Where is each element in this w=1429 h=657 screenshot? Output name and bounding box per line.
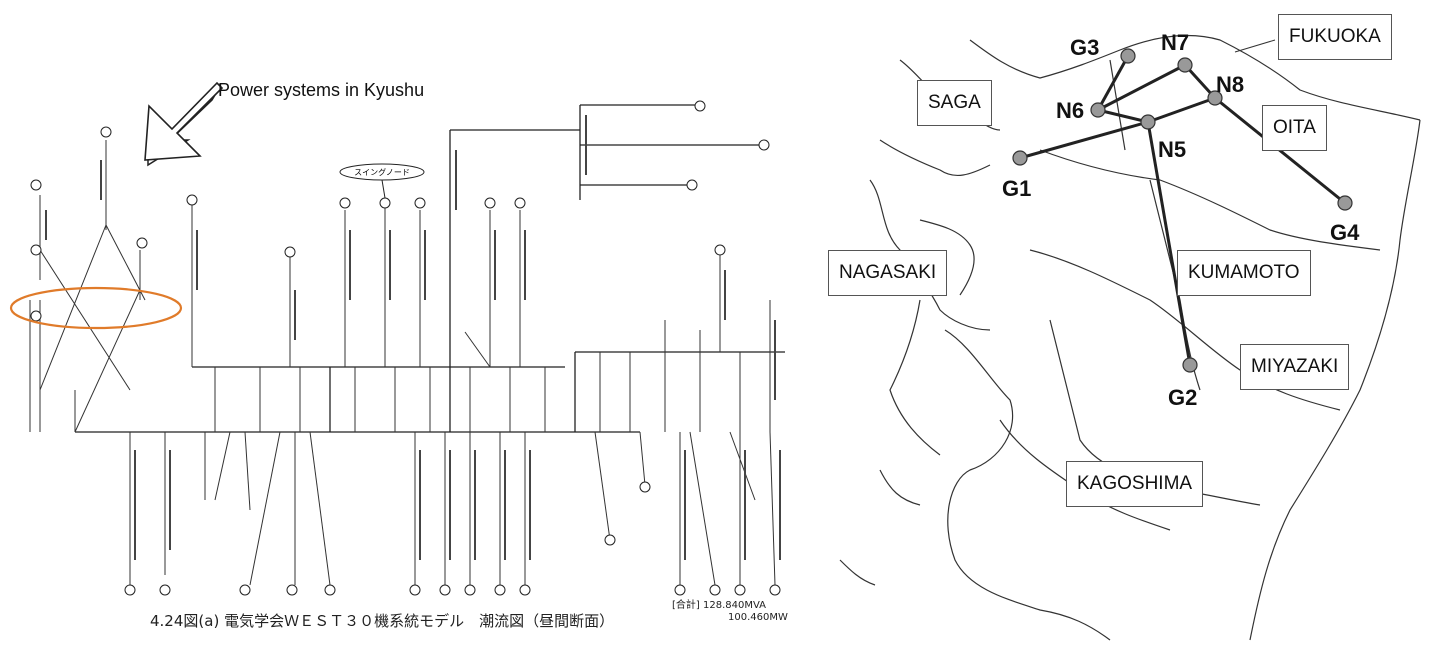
kyushu-map: G3 N7 N8 N6 N5 G1 G4 G2 FUKUOKA SAGA OIT… [820,0,1429,652]
region-kumamoto: KUMAMOTO [1177,250,1311,296]
kyushu-map-svg: G3 N7 N8 N6 N5 G1 G4 G2 [820,0,1429,652]
node-g4 [1338,196,1352,210]
region-fukuoka: FUKUOKA [1278,14,1392,60]
upper-feeders [40,140,770,432]
power-systems-annotation: Power systems in Kyushu [218,80,424,101]
total-label: [合計] [672,600,700,611]
region-oita: OITA [1262,105,1327,151]
region-kagoshima: KAGOSHIMA [1066,461,1203,507]
region-saga: SAGA [917,80,992,126]
label-g3: G3 [1070,35,1099,60]
label-n7: N7 [1161,30,1189,55]
west30-system-diagram: スイングノード Power systems in Kyushu 4.24図(a)… [0,0,800,652]
node-n7 [1178,58,1192,72]
highlight-ellipse [11,288,181,328]
tick-marks [45,115,781,560]
label-g4: G4 [1330,220,1360,245]
swing-node-label: スイングノード [354,167,410,177]
node-g3 [1121,49,1135,63]
total-mw: 100.460MW [672,612,788,623]
outline-arrow-shape [145,83,222,160]
label-n8: N8 [1216,72,1244,97]
label-g2: G2 [1168,385,1197,410]
label-n5: N5 [1158,137,1186,162]
region-miyazaki: MIYAZAKI [1240,344,1349,390]
total-summary: [合計] 128.840MVA 100.460MW [672,600,788,624]
diagram-caption: 4.24図(a) 電気学会ＷＥＳＴ３０機系統モデル 潮流図（昼間断面） [150,610,614,631]
node-n6 [1091,103,1105,117]
lower-feeders [130,432,775,585]
label-g1: G1 [1002,176,1031,201]
swing-node-callout: スイングノード [340,164,424,198]
region-nagasaki: NAGASAKI [828,250,947,296]
fukuoka-pointer [1235,40,1275,52]
label-n6: N6 [1056,98,1084,123]
node-g1 [1013,151,1027,165]
total-mva: 128.840MVA [703,600,766,611]
node-n5 [1141,115,1155,129]
node-g2 [1183,358,1197,372]
